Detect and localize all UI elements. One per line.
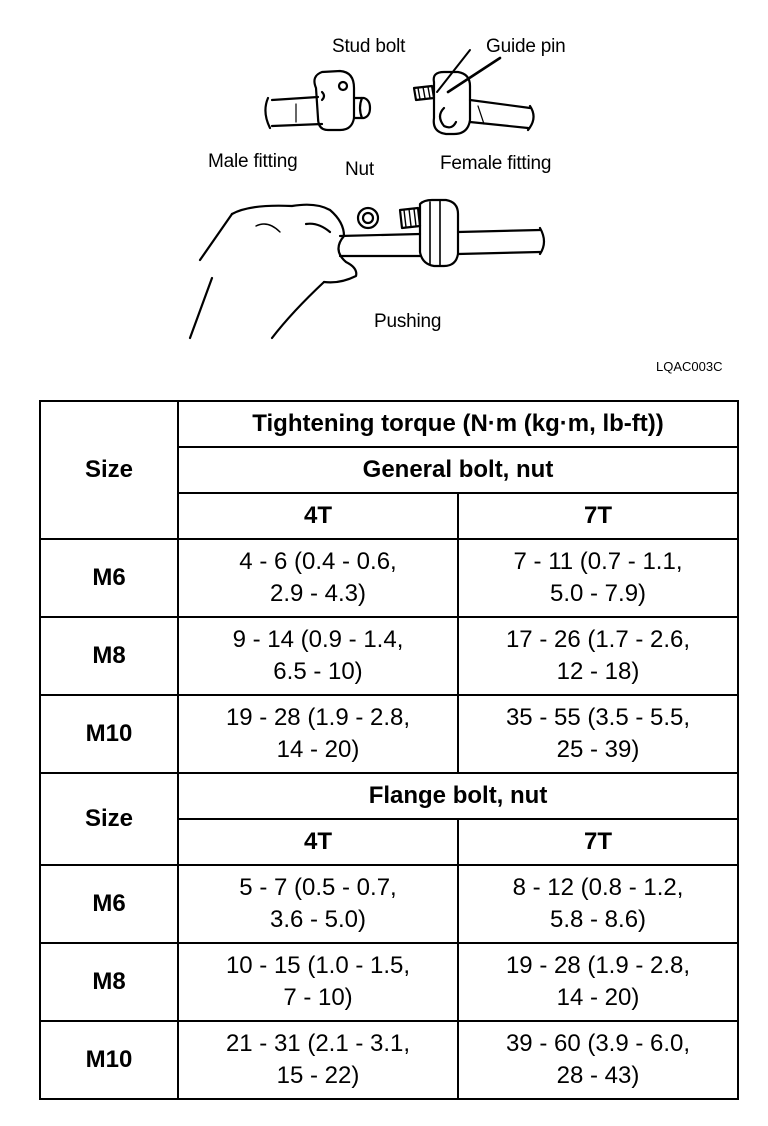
torque-value: 6.5 - 10) xyxy=(273,658,363,685)
column-header-7t: 7T xyxy=(456,818,740,866)
torque-value: 14 - 20) xyxy=(556,984,640,1011)
torque-cell-4t: 19 - 28 (1.9 - 2.8, 14 - 20) xyxy=(177,694,459,774)
torque-cell-4t: 4 - 6 (0.4 - 0.6, 2.9 - 4.3) xyxy=(177,538,459,618)
torque-value: 7 - 11 (0.7 - 1.1, xyxy=(513,548,683,575)
label-nut: Nut xyxy=(345,159,374,180)
table-row: M8 9 - 14 (0.9 - 1.4, 6.5 - 10) 17 - 26 … xyxy=(39,616,740,696)
label-male-fitting: Male fitting xyxy=(208,151,298,172)
torque-value: 3.6 - 5.0) xyxy=(269,906,367,933)
torque-value: 10 - 15 (1.0 - 1.5, xyxy=(225,952,411,979)
torque-cell-4t: 5 - 7 (0.5 - 0.7, 3.6 - 5.0) xyxy=(177,864,459,944)
torque-value: 17 - 26 (1.7 - 2.6, xyxy=(505,626,691,653)
grade-header-row: 4T 7T xyxy=(40,818,740,866)
male-fitting-drawing xyxy=(264,69,372,132)
section-title-row: Size Flange bolt, nut xyxy=(39,772,740,866)
hand-pushing-drawing xyxy=(188,198,546,340)
torque-value: 5 - 7 (0.5 - 0.7, xyxy=(239,874,397,901)
torque-value: 9 - 14 (0.9 - 1.4, xyxy=(232,626,404,653)
section-title-general: General bolt, nut xyxy=(176,446,740,494)
torque-value: 35 - 55 (3.5 - 5.5, xyxy=(505,704,691,731)
torque-value: 25 - 39) xyxy=(556,736,640,763)
torque-value: 15 - 22) xyxy=(276,1062,360,1089)
grade-header-row: 4T 7T xyxy=(40,492,740,540)
torque-cell-4t: 10 - 15 (1.0 - 1.5, 7 - 10) xyxy=(177,942,459,1022)
torque-cell-7t: 17 - 26 (1.7 - 2.6, 12 - 18) xyxy=(456,616,740,696)
size-header: Size xyxy=(39,400,179,540)
table-row: M10 21 - 31 (2.1 - 3.1, 15 - 22) 39 - 60… xyxy=(39,1020,740,1100)
table-header-row: Size Tightening torque (N·m (kg·m, lb-ft… xyxy=(39,400,740,540)
torque-value: 7 - 10) xyxy=(283,984,353,1011)
size-cell: M8 xyxy=(39,942,179,1022)
torque-cell-7t: 8 - 12 (0.8 - 1.2, 5.8 - 8.6) xyxy=(456,864,740,944)
torque-cell-7t: 35 - 55 (3.5 - 5.5, 25 - 39) xyxy=(456,694,740,774)
torque-value: 2.9 - 4.3) xyxy=(269,580,367,607)
torque-value: 39 - 60 (3.9 - 6.0, xyxy=(505,1030,691,1057)
size-cell: M6 xyxy=(39,538,179,618)
torque-value: 28 - 43) xyxy=(556,1062,640,1089)
torque-value: 8 - 12 (0.8 - 1.2, xyxy=(512,874,684,901)
fitting-drawing xyxy=(188,49,546,340)
label-guide-pin: Guide pin xyxy=(486,36,566,57)
torque-header: Tightening torque (N·m (kg·m, lb-ft)) xyxy=(176,400,740,448)
torque-value: 5.8 - 8.6) xyxy=(549,906,647,933)
table-row: M6 5 - 7 (0.5 - 0.7, 3.6 - 5.0) 8 - 12 (… xyxy=(39,864,740,944)
torque-value: 21 - 31 (2.1 - 3.1, xyxy=(225,1030,411,1057)
torque-cell-4t: 9 - 14 (0.9 - 1.4, 6.5 - 10) xyxy=(177,616,459,696)
column-header-4t: 4T xyxy=(177,818,459,866)
torque-value: 5.0 - 7.9) xyxy=(549,580,647,607)
fitting-illustration: Stud bolt Guide pin Male fitting Female … xyxy=(0,0,768,390)
label-stud-bolt: Stud bolt xyxy=(332,36,406,57)
torque-value: 19 - 28 (1.9 - 2.8, xyxy=(505,952,691,979)
section-title-flange: Flange bolt, nut xyxy=(176,772,740,820)
table-row: M8 10 - 15 (1.0 - 1.5, 7 - 10) 19 - 28 (… xyxy=(39,942,740,1022)
size-cell: M8 xyxy=(39,616,179,696)
torque-cell-7t: 39 - 60 (3.9 - 6.0, 28 - 43) xyxy=(456,1020,740,1100)
label-pushing: Pushing xyxy=(374,311,442,332)
size-cell: M10 xyxy=(39,1020,179,1100)
column-header-4t: 4T xyxy=(177,492,459,540)
table-row: M6 4 - 6 (0.4 - 0.6, 2.9 - 4.3) 7 - 11 (… xyxy=(39,538,740,618)
torque-cell-4t: 21 - 31 (2.1 - 3.1, 15 - 22) xyxy=(177,1020,459,1100)
label-female-fitting: Female fitting xyxy=(440,153,552,174)
torque-table: Size Tightening torque (N·m (kg·m, lb-ft… xyxy=(39,400,740,1100)
figure-code: LQAC003C xyxy=(656,359,723,374)
table-row: M10 19 - 28 (1.9 - 2.8, 14 - 20) 35 - 55… xyxy=(39,694,740,774)
torque-cell-7t: 7 - 11 (0.7 - 1.1, 5.0 - 7.9) xyxy=(456,538,740,618)
size-header: Size xyxy=(39,772,179,866)
size-cell: M10 xyxy=(39,694,179,774)
column-header-7t: 7T xyxy=(456,492,740,540)
torque-value: 4 - 6 (0.4 - 0.6, xyxy=(239,548,397,575)
torque-value: 19 - 28 (1.9 - 2.8, xyxy=(225,704,411,731)
torque-cell-7t: 19 - 28 (1.9 - 2.8, 14 - 20) xyxy=(456,942,740,1022)
size-cell: M6 xyxy=(39,864,179,944)
torque-value: 14 - 20) xyxy=(276,736,360,763)
torque-value: 12 - 18) xyxy=(556,658,640,685)
section-title-row: General bolt, nut xyxy=(40,446,740,494)
female-fitting-drawing xyxy=(412,49,535,136)
